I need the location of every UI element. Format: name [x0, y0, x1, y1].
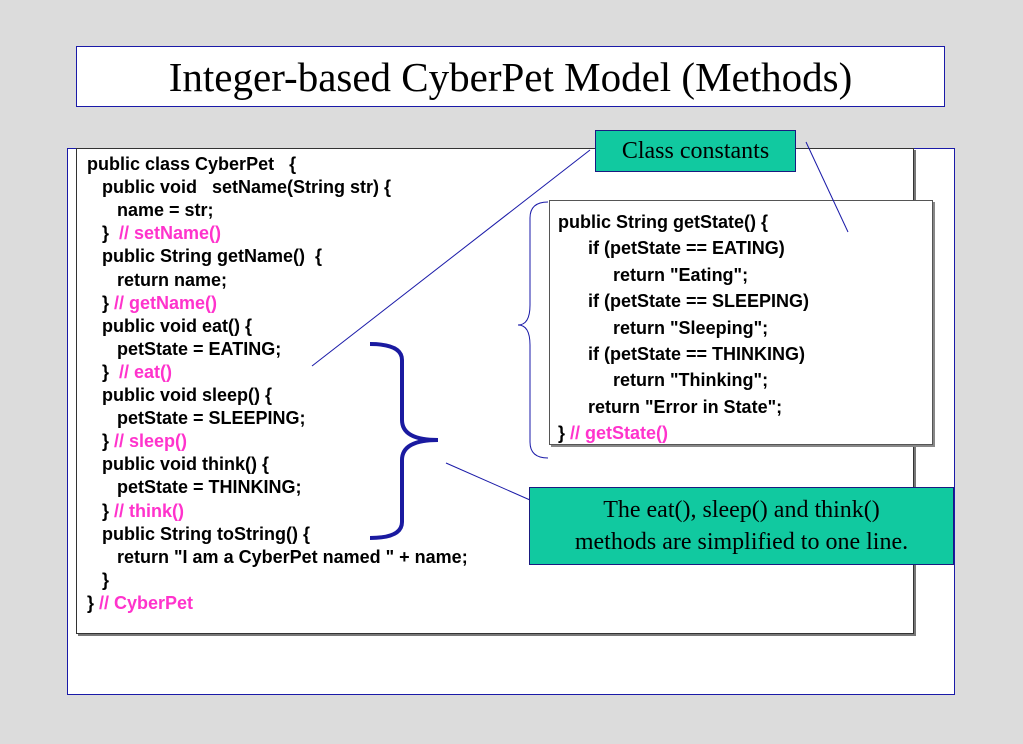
code-text: return "I am a CyberPet named " + name; [87, 546, 468, 567]
code-line: public void sleep() { [87, 384, 272, 406]
code-line: public String getState() { [558, 211, 768, 233]
pointer-line-simplified [445, 462, 531, 501]
code-text: public void think() { [87, 454, 269, 475]
code-line: return "Thinking"; [558, 369, 768, 391]
code-line: } // think() [87, 500, 184, 522]
code-text: petState = THINKING; [87, 477, 302, 498]
simplified-methods-callout: The eat(), sleep() and think() methods a… [529, 487, 954, 565]
code-line: if (petState == EATING) [558, 237, 785, 259]
code-comment: // setName() [119, 223, 222, 244]
code-text: return "Eating"; [558, 264, 749, 285]
code-text: } [87, 292, 115, 313]
code-text: } [87, 223, 120, 244]
code-text: if (petState == THINKING) [558, 344, 806, 364]
code-text: public String getName() { [87, 246, 323, 267]
code-comment: // eat() [119, 361, 173, 382]
code-line: public void setName(String str) { [87, 176, 391, 198]
code-line: } // eat() [87, 361, 172, 383]
code-text: public String toString() { [87, 523, 310, 544]
simplified-line-2: methods are simplified to one line. [574, 529, 909, 555]
code-line: } // setName() [87, 222, 221, 244]
code-line: return "Eating"; [558, 264, 748, 286]
code-line: petState = SLEEPING; [87, 407, 306, 429]
code-text: return "Sleeping"; [558, 317, 769, 338]
code-line: return "Sleeping"; [558, 317, 768, 339]
code-line: return "Error in State"; [558, 396, 782, 418]
code-comment: // sleep() [114, 431, 188, 452]
code-text: } [87, 361, 120, 382]
code-comment: // getState() [570, 423, 669, 444]
code-comment: // CyberPet [99, 592, 194, 613]
code-text: if (petState == SLEEPING) [558, 291, 810, 312]
methods-brace [369, 342, 439, 540]
code-comment: // getName() [114, 292, 218, 313]
code-line: } // getName() [87, 292, 217, 314]
code-line: if (petState == SLEEPING) [558, 290, 809, 312]
code-line: public String toString() { [87, 523, 310, 545]
code-text: public String getState() { [558, 212, 769, 232]
code-line: } [87, 569, 109, 591]
simplified-line-1: The eat(), sleep() and think() [603, 497, 880, 523]
code-text: return "Thinking"; [558, 370, 769, 391]
code-text: return name; [87, 269, 228, 290]
code-line: public void think() { [87, 453, 269, 475]
code-text: return "Error in State"; [558, 396, 783, 417]
code-line: public String getName() { [87, 245, 322, 267]
code-text: petState = EATING; [87, 338, 282, 359]
code-line: name = str; [87, 199, 214, 221]
code-comment: // think() [114, 500, 185, 521]
code-line: } // getState() [558, 422, 668, 444]
code-text: if (petState == EATING) [558, 238, 785, 259]
code-line: public class CyberPet { [87, 153, 296, 175]
code-text: } [87, 592, 100, 613]
code-line: petState = EATING; [87, 338, 281, 360]
getstate-brace [517, 201, 549, 459]
code-line: if (petState == THINKING) [558, 343, 805, 365]
code-text: } [87, 569, 110, 590]
pointer-line-constants-getstate [805, 141, 849, 233]
code-text: petState = SLEEPING; [87, 408, 306, 429]
class-constants-label: Class constants [621, 138, 770, 164]
code-line: return "I am a CyberPet named " + name; [87, 546, 468, 568]
slide-title: Integer-based CyberPet Model (Methods) [168, 53, 853, 100]
code-text: public class CyberPet { [87, 154, 297, 174]
code-text: } [87, 431, 115, 452]
class-constants-callout: Class constants [595, 130, 796, 172]
code-text: public void setName(String str) { [87, 177, 392, 198]
code-line: public void eat() { [87, 315, 252, 337]
code-text: } [87, 500, 115, 521]
code-text: public void sleep() { [87, 385, 273, 405]
slide-title-box: Integer-based CyberPet Model (Methods) [76, 46, 945, 107]
code-text: public void eat() { [87, 315, 253, 336]
code-line: } // sleep() [87, 430, 187, 452]
code-text: name = str; [87, 200, 214, 221]
code-line: return name; [87, 269, 227, 291]
code-text: } [558, 423, 571, 444]
code-line: } // CyberPet [87, 592, 193, 614]
code-line: petState = THINKING; [87, 476, 302, 498]
getstate-code-box: public String getState() { if (petState … [549, 200, 933, 445]
pointer-line-constants-eating [311, 149, 591, 367]
